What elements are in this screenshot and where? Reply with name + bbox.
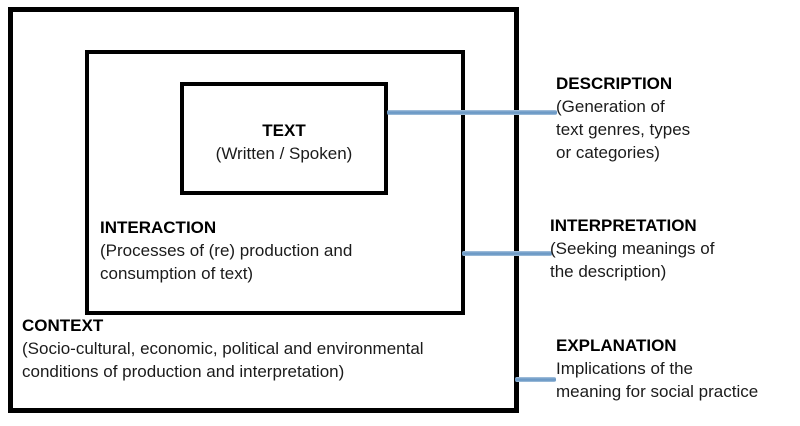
interaction-box	[85, 50, 465, 315]
description-connector-line	[387, 110, 557, 115]
context-line-1: (Socio-cultural, economic, political and…	[22, 339, 424, 358]
interaction-label: INTERACTION (Processes of (re) productio…	[100, 216, 352, 285]
text-box-label: TEXT (Written / Spoken)	[216, 113, 353, 165]
interpretation-line-1: (Seeking meanings of	[550, 239, 715, 258]
description-label: DESCRIPTION (Generation of text genres, …	[556, 72, 690, 164]
text-box-title: TEXT	[262, 120, 306, 140]
interaction-line-2: consumption of text)	[100, 264, 254, 283]
interpretation-connector-line	[462, 251, 552, 256]
interpretation-title: INTERPRETATION	[550, 216, 697, 235]
interpretation-line-2: the description)	[550, 262, 667, 281]
context-label: CONTEXT (Socio-cultural, economic, polit…	[22, 314, 424, 383]
text-box-subtitle: (Written / Spoken)	[215, 143, 353, 163]
interaction-line-1: (Processes of (re) production and	[100, 241, 353, 260]
description-title: DESCRIPTION	[556, 74, 673, 93]
interpretation-label: INTERPRETATION (Seeking meanings of the …	[550, 214, 714, 283]
context-line-2: conditions of production and interpretat…	[22, 362, 345, 381]
description-line-1: (Generation of	[556, 97, 665, 116]
explanation-line-2: meaning for social practice	[556, 382, 759, 401]
context-title: CONTEXT	[22, 316, 104, 335]
interaction-title: INTERACTION	[100, 218, 217, 237]
text-box: TEXT (Written / Spoken)	[180, 82, 388, 195]
explanation-connector-line	[515, 377, 556, 382]
context-box	[8, 7, 519, 413]
explanation-title: EXPLANATION	[556, 336, 677, 355]
description-line-2: text genres, types	[556, 120, 691, 139]
description-line-3: or categories)	[556, 143, 660, 162]
explanation-label: EXPLANATION Implications of the meaning …	[556, 334, 758, 403]
explanation-line-1: Implications of the	[556, 359, 694, 378]
